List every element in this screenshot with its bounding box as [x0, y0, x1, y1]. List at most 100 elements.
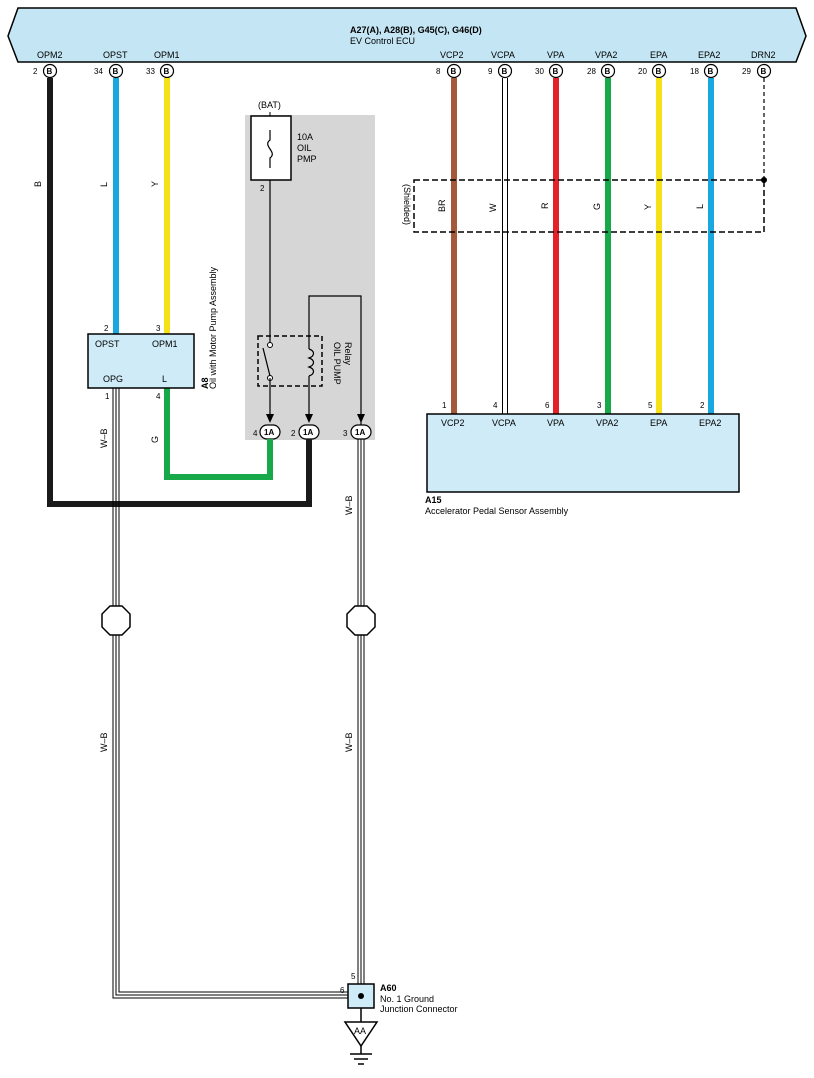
- relay-term-conn: 1A: [303, 428, 313, 437]
- junction-connector: 5 6 A60 No. 1 Ground Junction Connector …: [340, 972, 458, 1065]
- junction-name-2: Junction Connector: [380, 1004, 458, 1014]
- pedal-name: Accelerator Pedal Sensor Assembly: [425, 506, 569, 516]
- wire-label-opg-lower: W–B: [99, 732, 109, 752]
- ecu-pin-label: VCP2: [440, 50, 464, 60]
- pedal-label-vpa: VPA: [547, 418, 564, 428]
- ecu-pins: OPM2 2 B OPST 34 B OPM1 33 B VCP2 8 B VC…: [33, 50, 776, 79]
- wire-opm2: [47, 78, 312, 507]
- wire-label-vcp2: BR: [437, 199, 447, 212]
- fuse-rating: 10A: [297, 132, 313, 142]
- ecu-box: A27(A), A28(B), G45(C), G46(D) EV Contro…: [7, 7, 807, 63]
- relay-term-conn: 1A: [264, 428, 274, 437]
- wire-label-vcpa: W: [488, 203, 498, 212]
- ecu-pin-label: OPST: [103, 50, 128, 60]
- ecu-pin-number: 34: [94, 67, 103, 76]
- wire-label-pump-l: G: [150, 436, 160, 443]
- ecu-name: EV Control ECU: [350, 36, 415, 46]
- ground-label: AA: [354, 1026, 366, 1036]
- fuse-name-1: OIL: [297, 143, 312, 153]
- pedal-label-vcpa: VCPA: [492, 418, 516, 428]
- ecu-pin-number: 2: [33, 67, 38, 76]
- pump-box: 2 3 OPST OPM1 OPG L 1 4 A8 Oil with Moto…: [87, 266, 218, 401]
- ecu-pin-number: 9: [488, 67, 493, 76]
- pedal-code: A15: [425, 495, 442, 505]
- fuse-name-2: PMP: [297, 154, 317, 164]
- junction-code: A60: [380, 983, 397, 993]
- inline-connector-icon: [346, 605, 376, 636]
- pedal-pin: 4: [493, 401, 498, 410]
- relay-switch-icon: [262, 347, 271, 377]
- ecu-pin-conn: B: [708, 67, 714, 76]
- shield-label: (Shielded): [402, 184, 412, 225]
- right-wires: (Shielded) BR W R G Y L: [402, 78, 767, 414]
- pedal-pin: 1: [442, 401, 447, 410]
- ecu-pin-label: VPA: [547, 50, 564, 60]
- ecu-pin-label: OPM2: [37, 50, 63, 60]
- pump-code: A8: [200, 377, 210, 389]
- wire-label-vpa2: G: [592, 203, 602, 210]
- fuse-box: [250, 115, 292, 181]
- wire-vcpa: [502, 78, 508, 414]
- ecu-pin-number: 8: [436, 67, 441, 76]
- ecu-pin-label: VCPA: [491, 50, 515, 60]
- wire-pump-l: [164, 388, 273, 480]
- pump-pin: 1: [105, 392, 110, 401]
- wire-label-opm2: B: [33, 181, 43, 187]
- ecu-pin-number: 30: [535, 67, 544, 76]
- pump-pin: 2: [104, 324, 109, 333]
- ecu-pin-label: EPA: [650, 50, 667, 60]
- pedal-label-vcp2: VCP2: [441, 418, 465, 428]
- pedal-pin: 2: [700, 401, 705, 410]
- fuse-icon: [267, 130, 273, 168]
- ground-point-icon: [343, 1021, 379, 1048]
- fuse-pin: 2: [260, 184, 265, 193]
- relay-term-conn: 1A: [355, 428, 365, 437]
- ecu-pin-number: 29: [742, 67, 751, 76]
- relay-term-num: 4: [253, 429, 258, 438]
- ecu-pin-label: DRN2: [751, 50, 776, 60]
- ecu-pin-conn: B: [656, 67, 662, 76]
- wire-label-relay-gnd-lower: W–B: [344, 732, 354, 752]
- ecu-pin-conn: B: [164, 67, 170, 76]
- inline-connector-icon: [101, 605, 131, 636]
- pump-label-opst: OPST: [95, 339, 120, 349]
- ecu-pin-label: VPA2: [595, 50, 617, 60]
- pump-pin: 3: [156, 324, 161, 333]
- wire-label-relay-gnd: W–B: [344, 495, 354, 515]
- wire-opg: [112, 388, 355, 999]
- pump-name: Oil with Motor Pump Assembly: [208, 266, 218, 389]
- pedal-box: 1 4 6 3 5 2 VCP2 VCPA VPA VPA2 EPA EPA2 …: [425, 401, 740, 516]
- left-wires: B L Y W–B G W–B W–B W–B: [33, 78, 376, 999]
- ecu-pin-conn: B: [47, 67, 53, 76]
- ecu-pin-number: 18: [690, 67, 699, 76]
- ecu-code: A27(A), A28(B), G45(C), G46(D): [350, 25, 482, 35]
- bat-label: (BAT): [258, 100, 281, 110]
- pump-label-l: L: [162, 374, 167, 384]
- ecu-pin-conn: B: [113, 67, 119, 76]
- wire-label-vpa: R: [540, 202, 550, 209]
- ecu-pin-conn: B: [605, 67, 611, 76]
- ecu-pin-conn: B: [761, 67, 767, 76]
- relay-block: (BAT) 10A OIL PMP 2 OIL PUMP Relay 4 1A: [245, 100, 375, 440]
- pedal-pin: 6: [545, 401, 550, 410]
- pump-label-opm1: OPM1: [152, 339, 178, 349]
- pedal-label-epa: EPA: [650, 418, 667, 428]
- ecu-pin-conn: B: [553, 67, 559, 76]
- junction-pin-top: 5: [351, 972, 356, 981]
- wire-label-opm1: Y: [150, 181, 160, 187]
- pedal-label-vpa2: VPA2: [596, 418, 618, 428]
- ecu-pin-number: 20: [638, 67, 647, 76]
- junction-pin-left: 6: [340, 986, 345, 995]
- wire-label-opg: W–B: [99, 428, 109, 448]
- junction-name-1: No. 1 Ground: [380, 994, 434, 1004]
- relay-term-num: 2: [291, 429, 296, 438]
- ecu-pin-label: EPA2: [698, 50, 720, 60]
- wire-relay-gnd: [357, 439, 365, 988]
- relay-name-2: Relay: [343, 342, 353, 366]
- ecu-pin-conn: B: [502, 67, 508, 76]
- wire-label-epa: Y: [643, 204, 653, 210]
- relay-term-num: 3: [343, 429, 348, 438]
- ecu-pin-number: 33: [146, 67, 155, 76]
- pump-pin: 4: [156, 392, 161, 401]
